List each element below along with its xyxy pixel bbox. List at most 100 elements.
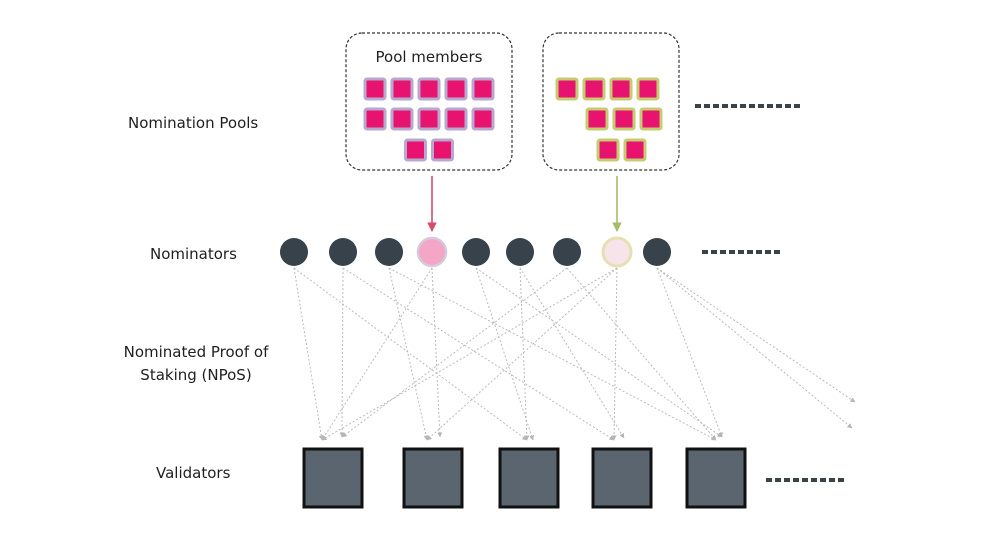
- ellipsis-dot: [740, 104, 746, 108]
- nominator-node: [375, 238, 403, 266]
- validator-node: [302, 447, 364, 509]
- ellipsis-dot: [747, 250, 753, 254]
- more-nominators-ellipsis: [702, 250, 780, 254]
- pool-member-icon: [623, 138, 647, 162]
- validators-row: [302, 447, 747, 509]
- nomination-edge: [656, 267, 856, 403]
- ellipsis-dot: [756, 250, 762, 254]
- ellipsis-dot: [774, 250, 780, 254]
- nomination-edge: [339, 267, 345, 438]
- nomination-edge: [341, 267, 568, 438]
- nomination-edge: [321, 267, 618, 441]
- validator-node: [685, 447, 747, 509]
- validators-label: Validators: [156, 464, 231, 482]
- npos-label-line1: Nominated Proof of: [124, 343, 269, 361]
- ellipsis-dot: [720, 250, 726, 254]
- ellipsis-dot: [749, 104, 755, 108]
- nominator-node: [416, 236, 448, 268]
- pool-member-icon: [636, 77, 660, 101]
- pool-member-icon: [471, 107, 495, 131]
- ellipsis-dot: [775, 478, 781, 482]
- nominators-label: Nominators: [150, 245, 237, 263]
- nominator-node: [506, 238, 534, 266]
- nomination-edge: [388, 267, 429, 441]
- npos-label-line2: Staking (NPoS): [140, 366, 251, 384]
- ellipsis-dot: [785, 104, 791, 108]
- ellipsis-dot: [713, 104, 719, 108]
- nomination-edge: [293, 267, 528, 441]
- pool-member-icon: [555, 77, 579, 101]
- nomination-edge: [566, 267, 717, 441]
- pool-member-icon: [444, 77, 468, 101]
- pool-2-members: [555, 77, 663, 162]
- pool-member-icon: [471, 77, 495, 101]
- ellipsis-dot: [766, 478, 772, 482]
- validator-node: [591, 447, 653, 509]
- nominator-node: [643, 238, 671, 266]
- ellipsis-dot: [784, 478, 790, 482]
- ellipsis-dot: [838, 478, 844, 482]
- nomination-edge: [321, 267, 433, 441]
- ellipsis-dot: [738, 250, 744, 254]
- nomination-edge: [519, 267, 530, 441]
- pool-member-icon: [585, 107, 609, 131]
- pool-1-members: [363, 77, 495, 162]
- nomination-edges: [293, 267, 856, 441]
- nomination-edge: [519, 267, 625, 439]
- nomination-edge: [293, 267, 324, 441]
- pool-members-title: Pool members: [376, 48, 483, 66]
- nomination-edge: [388, 267, 717, 441]
- nomination-edge: [342, 267, 615, 441]
- nominator-node: [280, 238, 308, 266]
- more-pools-ellipsis: [695, 104, 800, 108]
- pool-member-icon: [609, 77, 633, 101]
- ellipsis-dot: [793, 478, 799, 482]
- pool-member-icon: [431, 138, 454, 162]
- nominator-node: [553, 238, 581, 266]
- pool-member-icon: [363, 77, 387, 101]
- ellipsis-dot: [731, 104, 737, 108]
- nomination-edge: [475, 267, 534, 441]
- nominator-node: [601, 236, 633, 268]
- ellipsis-dot: [767, 104, 773, 108]
- nomination-edge: [431, 267, 443, 438]
- pool-member-icon: [417, 107, 441, 131]
- ellipsis-dot: [729, 250, 735, 254]
- pool-member-icon: [363, 107, 387, 131]
- ellipsis-dot: [722, 104, 728, 108]
- pool-2-frame: [542, 32, 680, 171]
- pool-member-icon: [582, 77, 606, 101]
- ellipsis-dot: [829, 478, 835, 482]
- nomination-edge: [656, 267, 723, 438]
- nominators-row: [280, 236, 671, 268]
- more-validators-ellipsis: [766, 478, 844, 482]
- nominator-node: [462, 238, 490, 266]
- ellipsis-dot: [820, 478, 826, 482]
- validator-node: [402, 447, 464, 509]
- pool-member-icon: [639, 107, 663, 131]
- nomination-edge: [611, 267, 618, 441]
- ellipsis-dot: [811, 478, 817, 482]
- ellipsis-dot: [802, 478, 808, 482]
- ellipsis-dot: [794, 104, 800, 108]
- ellipsis-dot: [702, 250, 708, 254]
- pool-1-frame: [345, 32, 513, 171]
- pool-member-icon: [596, 138, 620, 162]
- ellipsis-dot: [695, 104, 701, 108]
- nomination-pool-2: [542, 32, 680, 171]
- pool-member-icon: [404, 138, 427, 162]
- pool-member-icon: [612, 107, 636, 131]
- pool-member-icon: [390, 107, 414, 131]
- pool-member-icon: [417, 77, 441, 101]
- pool-member-icon: [444, 107, 468, 131]
- nominator-node: [329, 238, 357, 266]
- nomination-pools-label: Nomination Pools: [128, 114, 258, 132]
- nomination-pool-1: Pool members: [345, 32, 513, 171]
- nomination-edge: [426, 267, 618, 441]
- nomination-edge: [656, 267, 853, 429]
- pool-member-icon: [390, 77, 414, 101]
- ellipsis-dot: [711, 250, 717, 254]
- ellipsis-dot: [704, 104, 710, 108]
